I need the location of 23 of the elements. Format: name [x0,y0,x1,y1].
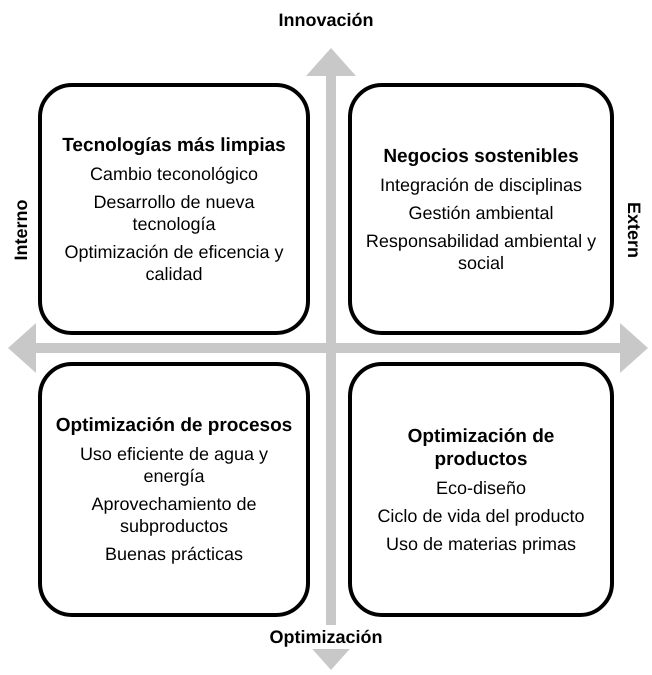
box-item: Desarrollo de nueva tecnología [92,190,256,234]
quadrant-box [348,362,614,617]
box-heading: Optimización de procesos [56,414,292,437]
box-item: Responsabilidad ambiental y social [364,230,598,274]
box-item: Eco-diseño [436,476,526,498]
box-item: Uso eficiente de agua y energía [78,443,270,487]
box-item: Gestión ambiental [408,202,554,224]
box-item: Cambio teconológico [90,162,258,184]
box-item: Integración de disciplinas [380,174,582,196]
box-heading: Optimización de productos [406,424,556,470]
quadrant-box [38,362,310,617]
box-item: Ciclo de vida del producto [377,504,585,526]
quadrant-box [38,83,310,335]
box-item: Buenas prácticas [104,543,244,565]
box-heading: Tecnologías más limpias [62,134,286,156]
axis-label: Innovación [277,9,374,32]
axis-label: Interno [10,198,32,262]
box-item: Aprovechamiento de subproductos [90,493,258,537]
box-item: Uso de materias primas [386,532,576,554]
quadrant-box [348,83,614,335]
axis-label: Extern [623,200,645,260]
box-heading: Negocios sostenibles [383,144,579,168]
box-item: Optimización de eficencia y calidad [63,240,285,284]
